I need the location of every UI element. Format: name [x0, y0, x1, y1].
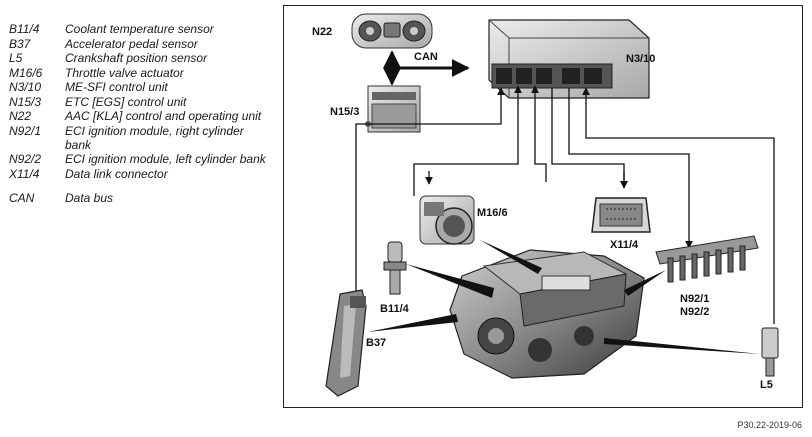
label-n15-3: N15/3 [330, 106, 359, 118]
legend-row: N22 AAC [KLA] control and operating unit [9, 109, 271, 123]
label-b37: B37 [366, 337, 386, 349]
label-n3-10: N3/10 [626, 53, 655, 65]
label-n92-2: N92/2 [680, 306, 709, 318]
legend-desc: Throttle valve actuator [65, 65, 184, 80]
legend-code: L5 [9, 51, 23, 65]
diagram-frame: N22 CAN N3/10 N15/3 [283, 5, 803, 408]
label-x11-4: X11/4 [610, 239, 639, 251]
legend-row: CAN Data bus [9, 191, 271, 205]
legend-desc: ECI ignition module, right cylinder bank [65, 123, 244, 152]
legend-desc: ETC [EGS] control unit [65, 94, 187, 109]
engine-pointer-wedges [368, 240, 760, 354]
n22-control-unit [351, 13, 433, 49]
legend: B11/4 Coolant temperature sensor B37 Accel… [9, 22, 271, 205]
label-n22: N22 [312, 26, 332, 38]
legend-code: N22 [9, 109, 32, 123]
legend-desc: Accelerator pedal sensor [65, 36, 198, 51]
l5-crankshaft-sensor [761, 327, 779, 377]
b37-accelerator-pedal [325, 289, 367, 397]
n92-ignition-modules [655, 235, 759, 283]
label-b11-4: B11/4 [380, 303, 410, 315]
x11-4-data-link-connector [591, 197, 651, 233]
legend-row: N15/3 ETC [EGS] control unit [9, 95, 271, 109]
legend-desc: Crankshaft position sensor [65, 51, 208, 65]
engine [449, 249, 645, 379]
label-n92-1: N92/1 [680, 293, 709, 305]
legend-code: N3/10 [9, 80, 42, 94]
legend-row: B37 Accelerator pedal sensor [9, 37, 271, 51]
legend-row: X11/4 Data link connector [9, 167, 271, 181]
legend-desc: Coolant temperature sensor [65, 22, 214, 36]
legend-row: B11/4 Coolant temperature sensor [9, 22, 271, 36]
legend-code: X11/4 [9, 166, 40, 181]
legend-code: N92/1 [9, 123, 42, 138]
legend-desc: AAC [KLA] control and operating unit [65, 109, 262, 123]
legend-row: L5 Crankshaft position sensor [9, 51, 271, 65]
signal-lines [355, 85, 775, 324]
legend-row: N92/1 ECI ignition module, right cylinder… [9, 124, 271, 152]
legend-row: M16/6 Throttle valve actuator [9, 66, 271, 80]
label-m16-6: M16/6 [477, 207, 508, 219]
legend-row: N3/10 ME-SFI control unit [9, 80, 271, 94]
legend-code: B37 [9, 36, 31, 51]
b11-4-coolant-sensor [383, 241, 407, 295]
legend-code: M16/6 [9, 65, 43, 80]
legend-desc: ECI ignition module, left cylinder bank [65, 152, 266, 166]
figure-code: P30.22-2019-06 [737, 420, 802, 430]
m16-6-throttle-actuator [419, 195, 475, 245]
n3-10-ecu [488, 19, 650, 99]
label-l5: L5 [760, 379, 773, 391]
legend-row: N92/2 ECI ignition module, left cylinder … [9, 152, 271, 166]
n15-3-control-unit [365, 85, 421, 133]
legend-desc: ME-SFI control unit [65, 80, 168, 94]
legend-desc: Data bus [65, 190, 114, 205]
legend-code: N15/3 [9, 94, 42, 109]
label-can: CAN [414, 51, 438, 63]
legend-code: N92/2 [9, 152, 42, 166]
legend-desc: Data link connector [65, 166, 168, 181]
legend-code: CAN [9, 190, 35, 205]
system-diagram: N22 CAN N3/10 N15/3 [312, 13, 779, 397]
legend-code: B11/4 [9, 22, 40, 36]
